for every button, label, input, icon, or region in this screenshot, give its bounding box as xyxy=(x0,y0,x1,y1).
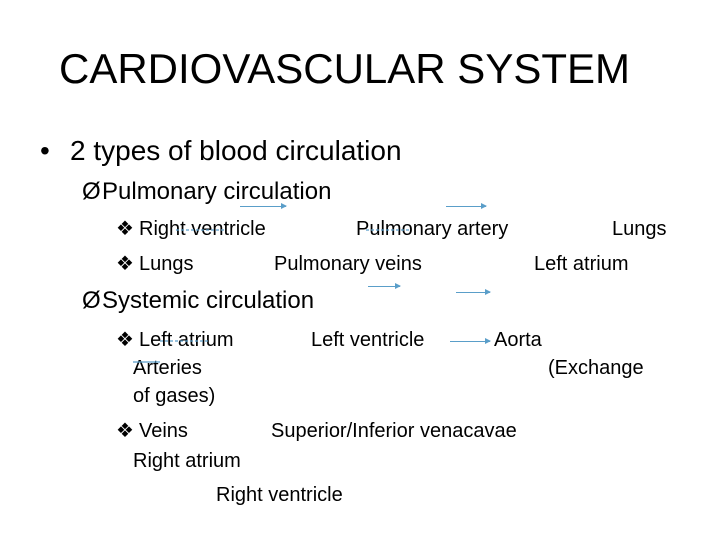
flow-arrow-icon xyxy=(368,283,401,289)
diamond-bullet-icon: ❖ xyxy=(116,218,134,240)
systemic-r1-item: Left atrium xyxy=(139,329,234,351)
pulmonary-r1-item: Lungs xyxy=(612,218,667,240)
systemic-r4-item: Veins xyxy=(139,420,188,442)
pulmonary-heading: Pulmonary circulation xyxy=(102,178,332,205)
slide-title: CARDIOVASCULAR SYSTEM xyxy=(59,45,630,92)
bullet-text: 2 types of blood circulation xyxy=(70,135,402,166)
systemic-r1-item: Left ventricle xyxy=(311,329,425,351)
pulmonary-r2-item: Lungs xyxy=(139,253,194,275)
systemic-r2-item: (Exchange xyxy=(548,357,644,379)
systemic-r6-item: Right ventricle xyxy=(216,484,343,506)
bullet-dot-icon: • xyxy=(40,135,50,166)
pulmonary-r2-item: Pulmonary veins xyxy=(274,253,422,275)
diamond-bullet-icon: ❖ xyxy=(116,420,134,442)
arrow-bullet-icon: Ø xyxy=(82,178,101,205)
pulmonary-r1-item: Right ventricle xyxy=(139,218,266,240)
pulmonary-r2-item: Left atrium xyxy=(534,253,629,275)
systemic-r5-item: Right atrium xyxy=(133,450,241,472)
systemic-heading: Systemic circulation xyxy=(102,287,315,314)
flow-arrow-icon xyxy=(456,289,491,295)
flow-arrow-icon xyxy=(450,338,491,344)
arrow-bullet-icon: Ø xyxy=(82,287,101,314)
diamond-bullet-icon: ❖ xyxy=(116,329,134,351)
pulmonary-r1-item: Pulmonary artery xyxy=(356,218,509,240)
flow-arrow-icon xyxy=(446,203,487,209)
flow-arrow-icon xyxy=(240,203,287,209)
diamond-bullet-icon: ❖ xyxy=(116,253,134,275)
systemic-r2-item: Arteries xyxy=(133,357,202,379)
systemic-r1-item: Aorta xyxy=(494,329,542,351)
systemic-r4-item: Superior/Inferior venacavae xyxy=(271,420,517,442)
systemic-r3-item: of gases) xyxy=(133,385,216,407)
